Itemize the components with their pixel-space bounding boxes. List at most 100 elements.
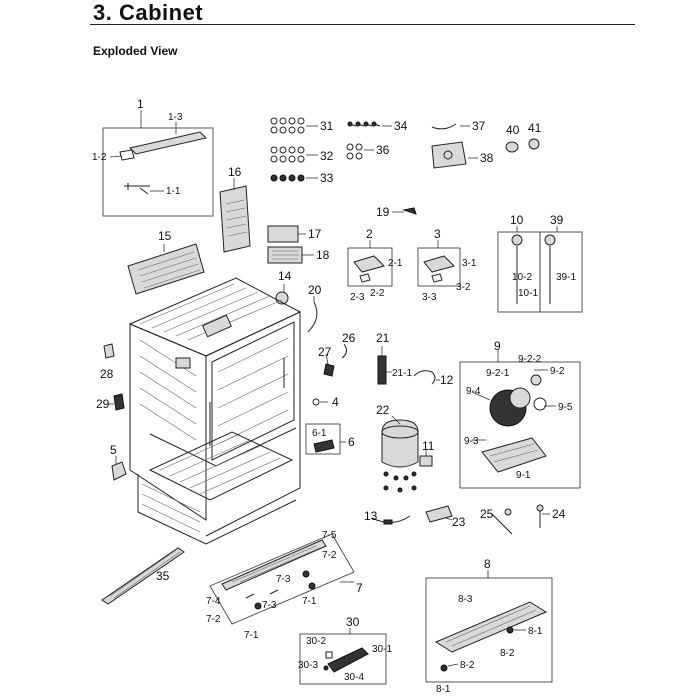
label-26: 26 — [342, 331, 356, 345]
label-2-3: 2-3 — [350, 292, 365, 303]
part-21-duct — [377, 346, 392, 385]
part-12-pipe — [413, 370, 440, 385]
label-1: 1 — [137, 97, 144, 111]
label-30: 30 — [346, 615, 360, 629]
label-24: 24 — [552, 507, 566, 521]
label-10: 10 — [510, 213, 524, 227]
part-37-wire — [431, 123, 470, 130]
label-30-2: 30-2 — [306, 636, 326, 647]
title-rule — [90, 24, 635, 25]
screws-group — [270, 117, 540, 182]
part-group-9 — [459, 350, 581, 489]
label-35: 35 — [156, 569, 170, 583]
label-2-1: 2-1 — [388, 258, 403, 269]
label-3: 3 — [434, 227, 441, 241]
label-8-2a: 8-2 — [500, 648, 515, 659]
label-3-2: 3-2 — [456, 282, 471, 293]
label-22: 22 — [376, 403, 390, 417]
part-group-3 — [417, 240, 461, 287]
part-group-30 — [299, 628, 387, 685]
part-group-2 — [347, 240, 393, 287]
part-35-rail — [101, 547, 185, 605]
part-20-wire — [307, 296, 318, 333]
part-group-39 — [539, 226, 583, 313]
part-5-hinge — [111, 456, 127, 481]
label-10-2: 10-2 — [512, 272, 532, 283]
label-34: 34 — [394, 119, 408, 133]
part-15-panel — [127, 243, 205, 295]
part-16-panel — [219, 178, 251, 253]
part-34-screws — [347, 121, 392, 127]
label-7-3b: 7-3 — [262, 600, 277, 611]
label-37: 37 — [472, 119, 486, 133]
callout-labels: 1 1-3 1-2 1-1 31 32 33 34 36 37 38 40 41… — [92, 97, 576, 695]
main-cabinet — [128, 277, 302, 545]
label-30-3: 30-3 — [298, 660, 318, 671]
label-5: 5 — [110, 443, 117, 457]
page-title: 3. Cabinet — [93, 0, 204, 25]
page-subtitle: Exploded View — [93, 44, 178, 58]
label-41: 41 — [528, 121, 542, 135]
label-8: 8 — [484, 557, 491, 571]
part-28-clip — [103, 343, 115, 359]
part-4-plug — [312, 398, 328, 406]
label-12: 12 — [440, 373, 454, 387]
part-33-screws — [270, 174, 318, 182]
label-2: 2 — [366, 227, 373, 241]
label-21-1: 21-1 — [392, 368, 412, 379]
label-31: 31 — [320, 119, 334, 133]
part-18-board — [267, 246, 314, 264]
label-32: 32 — [320, 149, 334, 163]
label-23: 23 — [452, 515, 466, 529]
label-3-1: 3-1 — [462, 258, 477, 269]
label-21: 21 — [376, 331, 390, 345]
label-10-1: 10-1 — [518, 288, 538, 299]
label-33: 33 — [320, 171, 334, 185]
label-9-3: 9-3 — [464, 436, 479, 447]
label-36: 36 — [376, 143, 390, 157]
label-9-4: 9-4 — [466, 386, 481, 397]
label-1-1: 1-1 — [166, 186, 181, 197]
label-15: 15 — [158, 229, 172, 243]
label-16: 16 — [228, 165, 242, 179]
part-36-clips — [346, 143, 374, 160]
label-2-2: 2-2 — [370, 288, 385, 299]
part-24-bolt — [536, 504, 550, 528]
label-20: 20 — [308, 283, 322, 297]
label-38: 38 — [480, 151, 494, 165]
label-9-2: 9-2 — [550, 366, 565, 377]
label-1-3: 1-3 — [168, 112, 183, 123]
label-7-3a: 7-3 — [276, 574, 291, 585]
label-7-4: 7-4 — [206, 596, 221, 607]
label-30-4: 30-4 — [344, 672, 364, 683]
part-23-tray — [425, 505, 453, 523]
label-11: 11 — [422, 439, 435, 453]
label-39: 39 — [550, 213, 564, 227]
label-29: 29 — [96, 397, 110, 411]
label-7-2b: 7-2 — [206, 614, 221, 625]
part-11-relay — [419, 450, 433, 467]
part-27-switch — [323, 353, 335, 377]
label-7-5: 7-5 — [322, 530, 337, 541]
part-38-bracket — [431, 141, 478, 169]
part-41-cap — [528, 138, 540, 150]
label-8-2b: 8-2 — [460, 660, 475, 671]
label-18: 18 — [316, 248, 330, 262]
label-6: 6 — [348, 435, 355, 449]
label-3-3: 3-3 — [422, 292, 437, 303]
label-17: 17 — [308, 227, 322, 241]
label-19: 19 — [376, 205, 390, 219]
label-7-1a: 7-1 — [302, 596, 317, 607]
part-40-cap — [505, 141, 519, 153]
label-8-3: 8-3 — [458, 594, 473, 605]
part-group-1 — [102, 110, 214, 217]
part-17-board — [267, 225, 306, 243]
part-26-wire — [341, 343, 348, 359]
label-6-1: 6-1 — [312, 428, 327, 439]
label-9-2-2: 9-2-2 — [518, 354, 542, 365]
label-13: 13 — [364, 509, 378, 523]
part-31-screws — [270, 117, 318, 134]
label-7: 7 — [356, 581, 363, 595]
part-25-valve — [491, 508, 513, 535]
